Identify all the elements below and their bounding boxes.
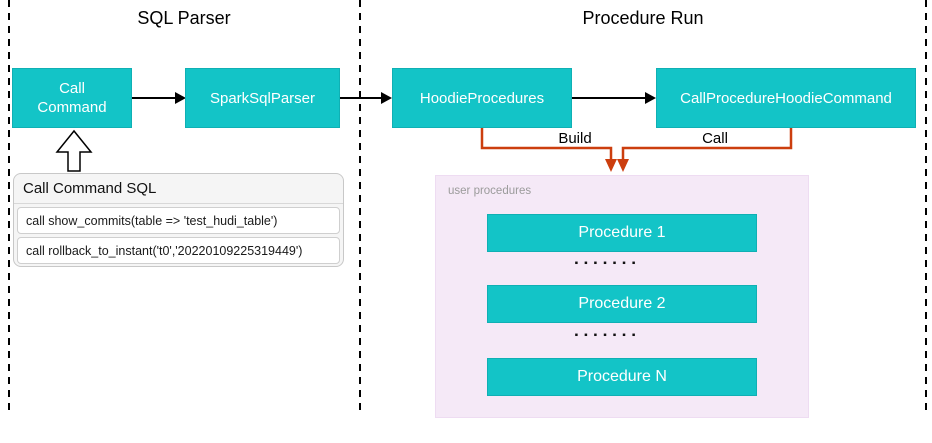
arrow-parser-to-hoodieprocedures xyxy=(340,92,392,104)
node-call-command: Call Command xyxy=(12,68,132,128)
procedure-run-section-title: Procedure Run xyxy=(582,8,704,28)
sql-row-show-commits: call show_commits(table => 'test_hudi_ta… xyxy=(17,207,340,234)
build-connector xyxy=(480,128,617,172)
call-connector xyxy=(617,128,793,172)
node-call-procedure-hoodie-command: CallProcedureHoodieCommand xyxy=(656,68,916,128)
call-command-sql-panel: Call Command SQL call show_commits(table… xyxy=(13,173,344,267)
procedure-n-box: Procedure N xyxy=(487,358,757,396)
sql-rows: call show_commits(table => 'test_hudi_ta… xyxy=(14,204,343,270)
build-edge-label: Build xyxy=(558,130,592,147)
call-edge-label: Call xyxy=(702,130,728,147)
user-procedures-container: user procedures Procedure 1 ▪▪▪▪▪▪▪ Proc… xyxy=(435,175,809,418)
ellipsis-dots: ▪▪▪▪▪▪▪ xyxy=(574,258,642,269)
sql-parser-section-title: SQL Parser xyxy=(137,8,231,28)
user-procedures-label: user procedures xyxy=(448,185,532,197)
arrow-hoodieprocedures-to-command xyxy=(572,92,656,104)
sql-row-rollback-to-instant: call rollback_to_instant('t0','202201092… xyxy=(17,237,340,264)
ellipsis-dots: ▪▪▪▪▪▪▪ xyxy=(574,330,642,341)
node-hoodie-procedures: HoodieProcedures xyxy=(392,68,572,128)
hollow-up-arrow xyxy=(55,129,93,172)
sql-panel-title: Call Command SQL xyxy=(14,174,343,204)
procedure-2-box: Procedure 2 xyxy=(487,285,757,323)
arrow-callcommand-to-parser xyxy=(132,92,186,104)
node-spark-sql-parser: SparkSqlParser xyxy=(185,68,340,128)
procedure-1-box: Procedure 1 xyxy=(487,214,757,252)
